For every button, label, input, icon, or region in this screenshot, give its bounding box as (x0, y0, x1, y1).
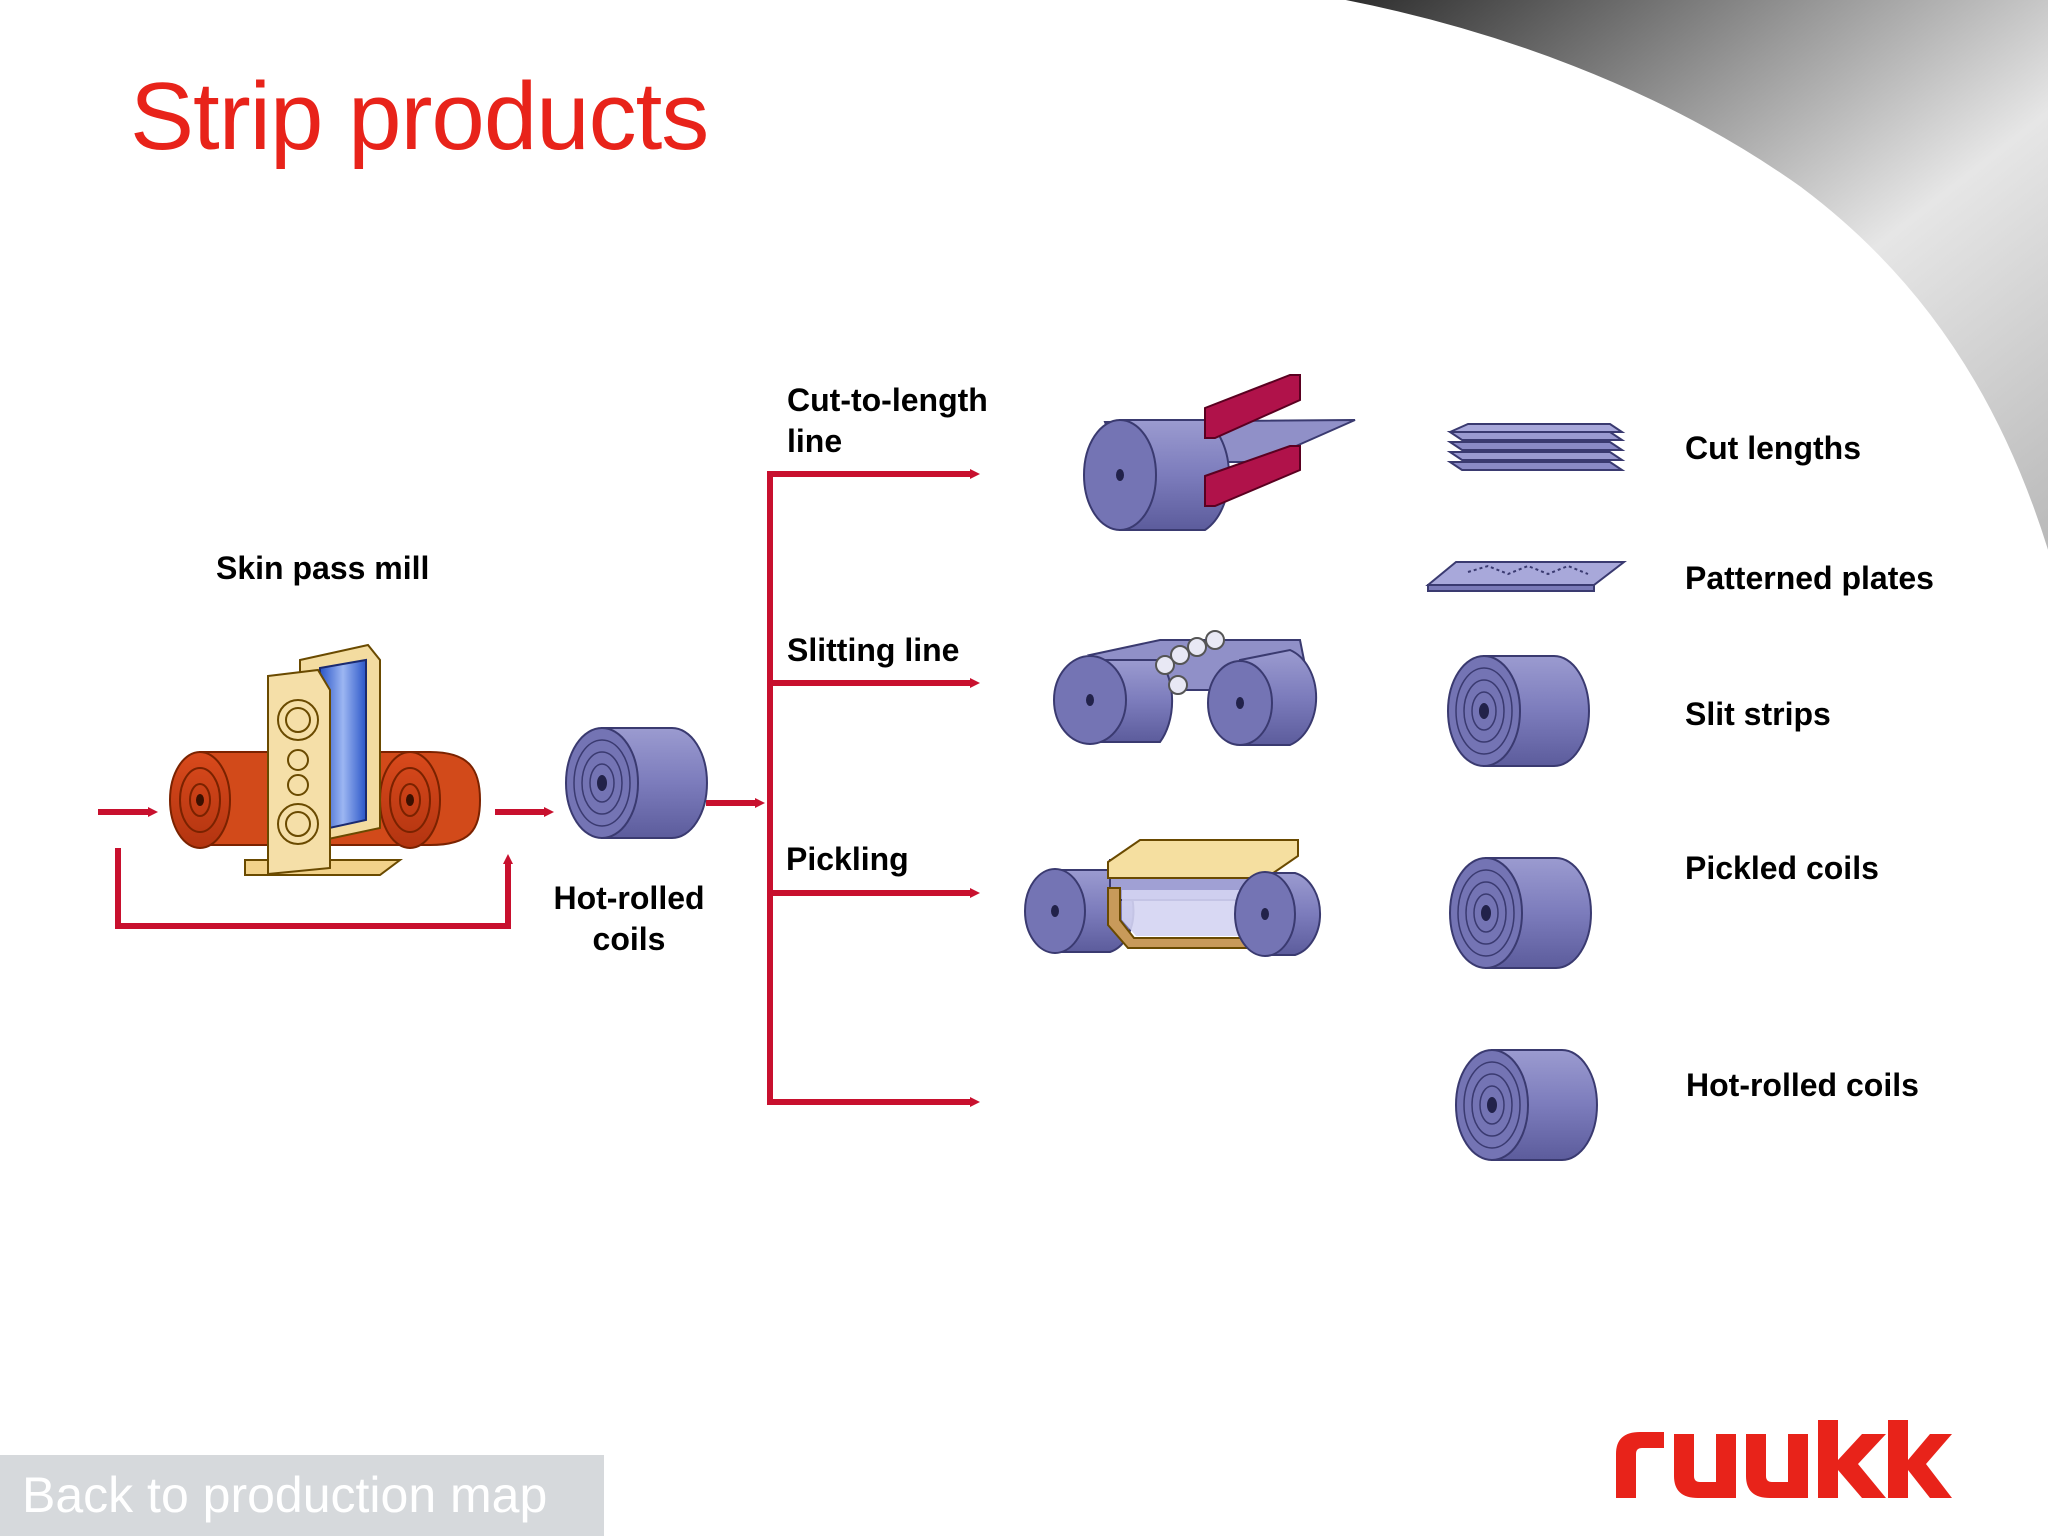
skin-pass-mill-illustration (169, 643, 482, 876)
product-label-patterned-plates: Patterned plates (1685, 560, 1934, 596)
product-label-hot-rolled-coils: Hot-rolled coils (1686, 1067, 1919, 1103)
mill-flow-arrows (98, 798, 765, 929)
page-title: Strip products (130, 63, 709, 170)
skin-pass-mill-label: Skin pass mill (216, 550, 430, 586)
product-label-cut-lengths: Cut lengths (1685, 430, 1861, 466)
plate-stack-icon (1446, 423, 1626, 471)
background-swoosh-edge (1329, 0, 2048, 561)
ruukki-logo (1612, 1414, 1960, 1521)
hot-rolled-coils-center-label: Hot-rolled coils (553, 880, 705, 957)
background-metal-swoosh (1330, 0, 2048, 560)
hot-rolled-coil-icon (565, 727, 708, 839)
pickling-label: Pickling (786, 841, 909, 877)
branch-flow-lines (767, 469, 980, 1107)
patterned-plate-icon (1425, 561, 1627, 592)
slit-strips-coil-icon (1447, 655, 1590, 767)
back-to-production-map-button[interactable]: Back to production map (0, 1455, 604, 1536)
product-label-pickled-coils: Pickled coils (1685, 850, 1879, 886)
product-label-slit-strips: Slit strips (1685, 696, 1831, 732)
pickling-tank-illustration (1024, 839, 1322, 957)
cut-to-length-machine-illustration (1083, 374, 1356, 531)
ruukki-logo-mark (1616, 1420, 1952, 1498)
slitting-line-label: Slitting line (787, 632, 960, 668)
slitting-machine-illustration (1053, 630, 1318, 746)
hot-rolled-coils-product-icon (1455, 1049, 1598, 1161)
pickled-coils-coil-icon (1449, 857, 1592, 969)
cut-to-length-line-label: Cut-to-length line (787, 382, 988, 459)
